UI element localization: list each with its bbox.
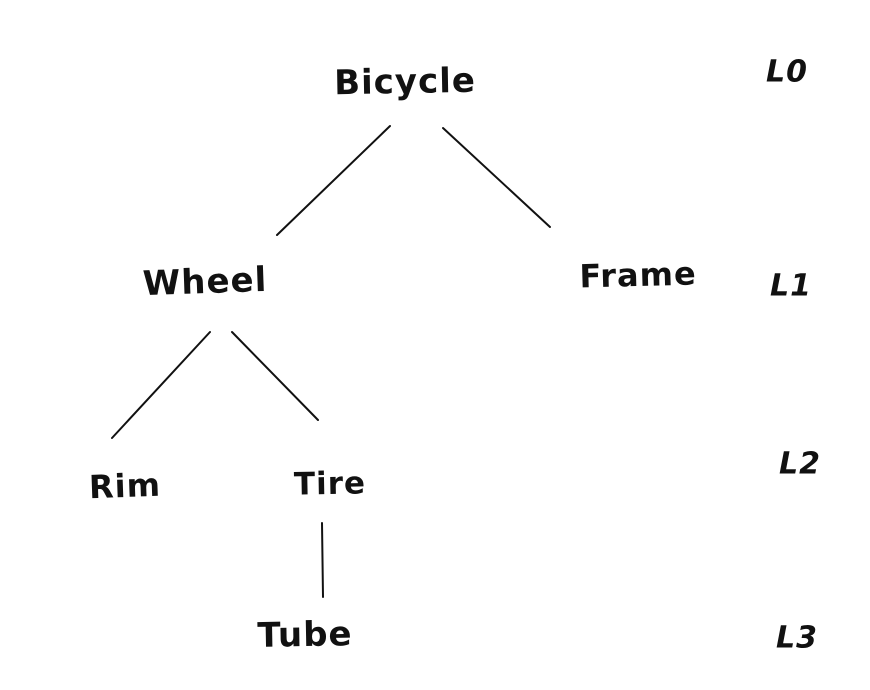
- node-tire: Tire: [293, 465, 367, 503]
- node-tube: Tube: [257, 614, 353, 656]
- edge-bicycle-frame-line: [442, 127, 551, 228]
- node-wheel: Wheel: [142, 259, 268, 305]
- edge-wheel-rim-line: [111, 331, 211, 439]
- node-bicycle: Bicycle: [333, 60, 477, 104]
- edge-bicycle-wheel-line: [276, 125, 391, 236]
- level-label-l0: L0: [766, 54, 808, 90]
- edge-tire-tube-line: [321, 522, 324, 598]
- level-label-l3: L3: [776, 620, 818, 656]
- level-label-l2: L2: [779, 446, 821, 482]
- edge-wheel-tire-line: [231, 331, 319, 421]
- node-rim: Rim: [88, 465, 162, 507]
- level-label-l1: L1: [770, 268, 812, 304]
- node-frame: Frame: [578, 254, 698, 296]
